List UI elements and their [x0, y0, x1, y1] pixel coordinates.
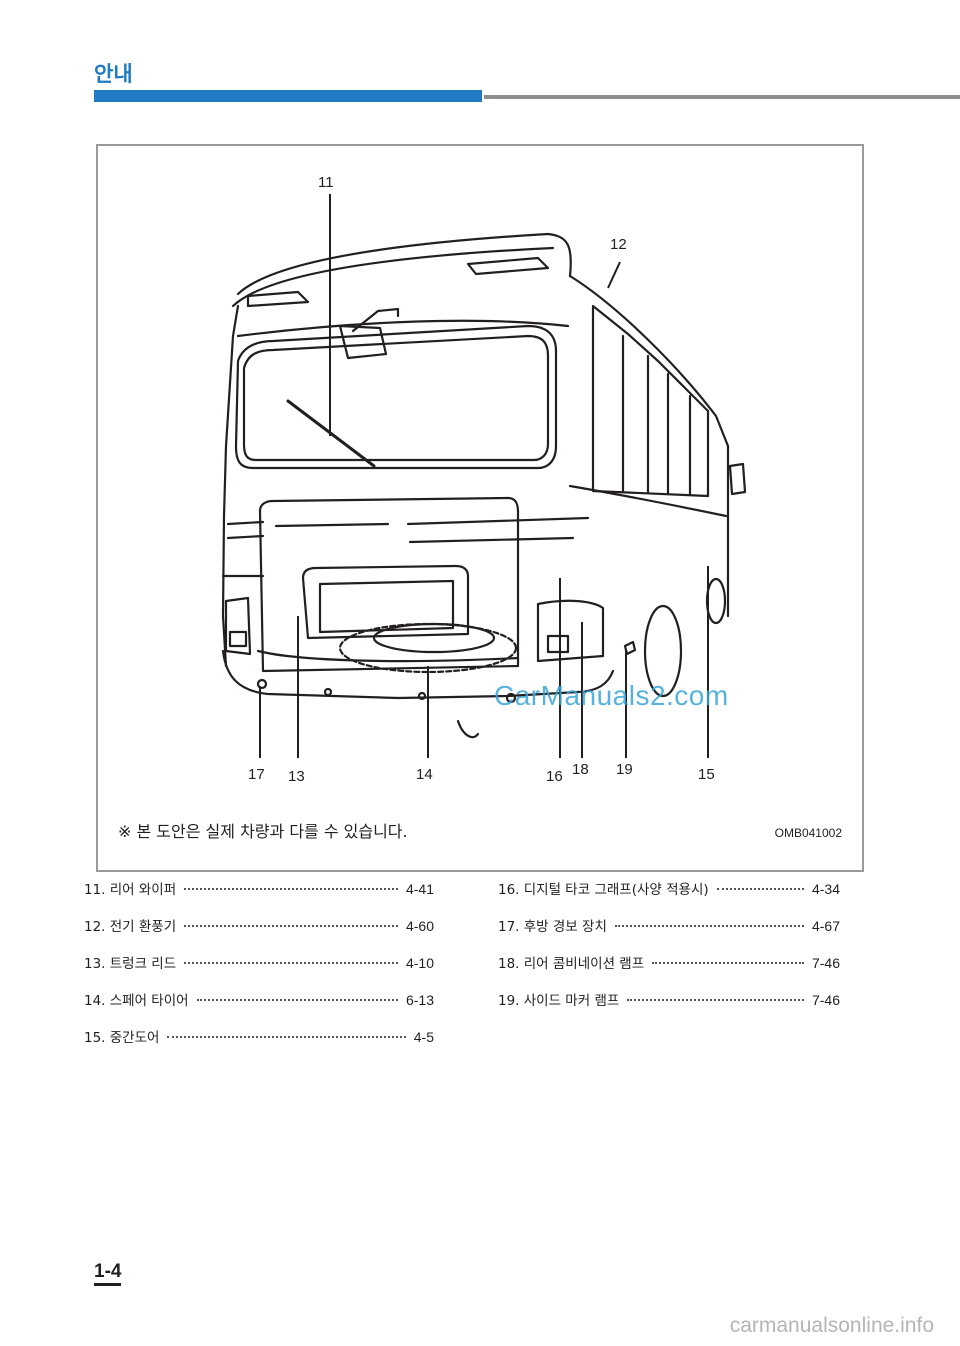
toc-item: 14. 스페어 타이어 6-13: [84, 989, 434, 1026]
dot-leader: [184, 888, 398, 890]
toc-label: 16. 디지털 타코 그래프(사양 적용시): [498, 882, 709, 898]
toc-left: 11. 리어 와이퍼 4-41 12. 전기 환풍기 4-60 13. 트렁크 리드…: [84, 878, 434, 1063]
toc-label: 17. 후방 경보 장치: [498, 919, 607, 935]
toc-page: 4-10: [405, 955, 434, 971]
figure-note: ※ 본 도안은 실제 차량과 다를 수 있습니다.: [118, 822, 408, 841]
toc-item: 12. 전기 환풍기 4-60: [84, 915, 434, 952]
watermark: CarManuals2.com: [494, 680, 729, 711]
toc-label: 18. 리어 콤비네이션 램프: [498, 956, 645, 972]
header-rule-gray: [484, 95, 960, 99]
toc-page: 4-34: [811, 881, 840, 897]
dot-leader: [716, 888, 804, 890]
toc-label: 12. 전기 환풍기: [84, 919, 177, 935]
callout-14: 14: [416, 766, 433, 783]
toc-item: 16. 디지털 타코 그래프(사양 적용시) 4-34: [498, 878, 840, 915]
dot-leader: [184, 925, 398, 927]
toc-label: 11. 리어 와이퍼: [84, 882, 177, 898]
toc-item: 15. 중간도어 4-5: [84, 1026, 434, 1063]
toc-label: 14. 스페어 타이어: [84, 993, 189, 1009]
callout-15: 15: [698, 766, 715, 783]
toc-page: 4-41: [405, 881, 434, 897]
toc-item: 19. 사이드 마커 램프 7-46: [498, 989, 840, 1026]
toc-page: 6-13: [405, 992, 434, 1008]
vehicle-rear-figure: 11 12 13 14 15 16 17 18 19 CarManuals2.c…: [96, 144, 864, 872]
bus-rear-illustration: [221, 194, 747, 758]
toc-right: 16. 디지털 타코 그래프(사양 적용시) 4-34 17. 후방 경보 장치 4…: [498, 878, 840, 1026]
footer-site-watermark: carmanualsonline.info: [729, 1314, 934, 1337]
toc-page: 7-46: [811, 955, 840, 971]
page-number: 1-4: [94, 1262, 122, 1286]
toc-label: 15. 중간도어: [84, 1030, 160, 1046]
callout-16: 16: [546, 768, 563, 785]
dot-leader: [652, 962, 804, 964]
dot-leader: [196, 999, 398, 1001]
toc-page: 4-60: [405, 918, 434, 934]
toc-item: 18. 리어 콤비네이션 램프 7-46: [498, 952, 840, 989]
toc-page: 4-5: [413, 1029, 434, 1045]
callout-13: 13: [288, 768, 305, 785]
toc-page: 4-67: [811, 918, 840, 934]
callout-17: 17: [248, 766, 265, 783]
dot-leader: [167, 1036, 406, 1038]
dot-leader: [627, 999, 804, 1001]
toc-item: 11. 리어 와이퍼 4-41: [84, 878, 434, 915]
header-rule-blue: [94, 90, 482, 102]
callout-11: 11: [318, 174, 334, 191]
toc-label: 13. 트렁크 리드: [84, 956, 177, 972]
dot-leader: [184, 962, 398, 964]
toc-item: 17. 후방 경보 장치 4-67: [498, 915, 840, 952]
toc-page: 7-46: [811, 992, 840, 1008]
callout-19: 19: [616, 761, 633, 778]
figure-code: OMB041002: [774, 826, 842, 840]
callout-12: 12: [610, 236, 627, 253]
dot-leader: [614, 925, 804, 927]
toc-label: 19. 사이드 마커 램프: [498, 993, 620, 1009]
toc-item: 13. 트렁크 리드 4-10: [84, 952, 434, 989]
callout-18: 18: [572, 761, 589, 778]
section-title: 안내: [94, 62, 133, 86]
